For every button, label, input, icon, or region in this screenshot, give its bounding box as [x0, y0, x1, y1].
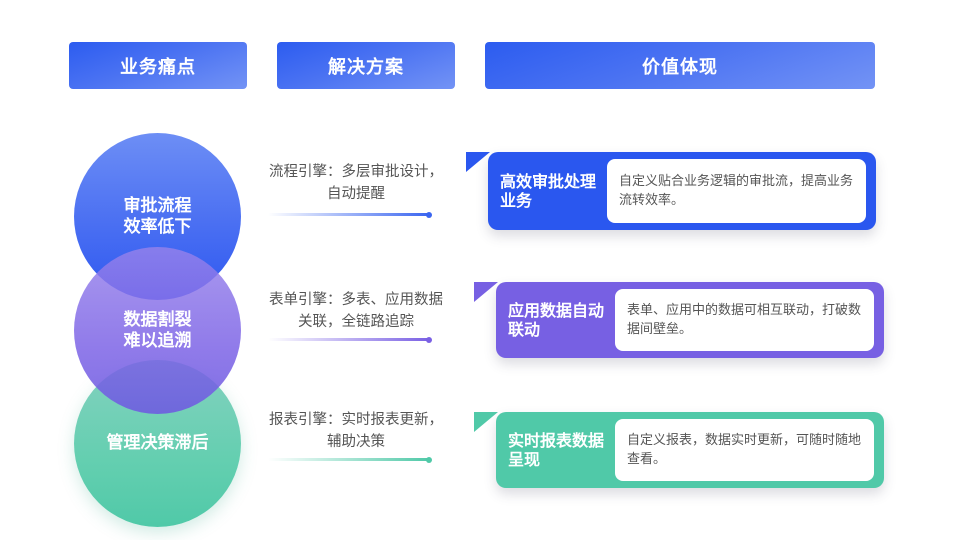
- value-card-data-linkage: 应用数据自动联动 表单、应用中的数据可相互联动，打破数据间壁垒。: [474, 282, 884, 358]
- header-pain-points-label: 业务痛点: [120, 56, 196, 78]
- header-value-label: 价值体现: [642, 56, 718, 78]
- solution-text-form-engine: 表单引擎：多表、应用数据 关联，全链路追踪: [269, 292, 443, 330]
- value-card-description: 表单、应用中的数据可相互联动，打破数据间壁垒。: [615, 289, 874, 351]
- header-solutions-label: 解决方案: [328, 56, 404, 78]
- value-card-reports: 实时报表数据呈现 自定义报表，数据实时更新，可随时随地查看。: [474, 412, 884, 488]
- header-solutions: 解决方案: [277, 42, 455, 89]
- solution-text-report-engine: 报表引擎：实时报表更新， 辅助决策: [269, 412, 443, 450]
- value-card-title: 高效审批处理业务: [500, 172, 597, 210]
- solution-text-process-engine: 流程引擎：多层审批设计， 自动提醒: [269, 164, 443, 202]
- solution-connector-line: [268, 336, 432, 343]
- pain-point-circle-data: 数据割裂 难以追溯: [74, 247, 241, 414]
- header-pain-points: 业务痛点: [69, 42, 247, 89]
- value-card-approval: 高效审批处理业务 自定义贴合业务逻辑的审批流，提高业务流转效率。: [466, 152, 876, 230]
- value-card-title: 实时报表数据呈现: [508, 431, 605, 469]
- pain-point-label: 数据割裂 难以追溯: [123, 309, 192, 351]
- value-card-description-text: 表单、应用中的数据可相互联动，打破数据间壁垒。: [627, 303, 862, 337]
- header-value: 价值体现: [485, 42, 875, 89]
- connector-dot: [426, 336, 432, 343]
- solution-connector-line: [268, 456, 432, 463]
- value-card-description: 自定义报表，数据实时更新，可随时随地查看。: [615, 419, 874, 481]
- solution-connector-line: [268, 211, 432, 218]
- card-tail: [474, 412, 498, 432]
- value-card-description-text: 自定义报表，数据实时更新，可随时随地查看。: [627, 433, 862, 467]
- pain-point-label: 管理决策滞后: [106, 433, 209, 453]
- connector-dot: [426, 456, 432, 463]
- value-card-description-text: 自定义贴合业务逻辑的审批流，提高业务流转效率。: [619, 174, 854, 208]
- connector-dot: [426, 211, 432, 218]
- value-card-title: 应用数据自动联动: [508, 301, 605, 339]
- card-tail: [474, 282, 498, 302]
- card-tail: [466, 152, 490, 172]
- pain-point-label: 审批流程 效率低下: [123, 195, 192, 237]
- value-card-description: 自定义贴合业务逻辑的审批流，提高业务流转效率。: [607, 159, 866, 223]
